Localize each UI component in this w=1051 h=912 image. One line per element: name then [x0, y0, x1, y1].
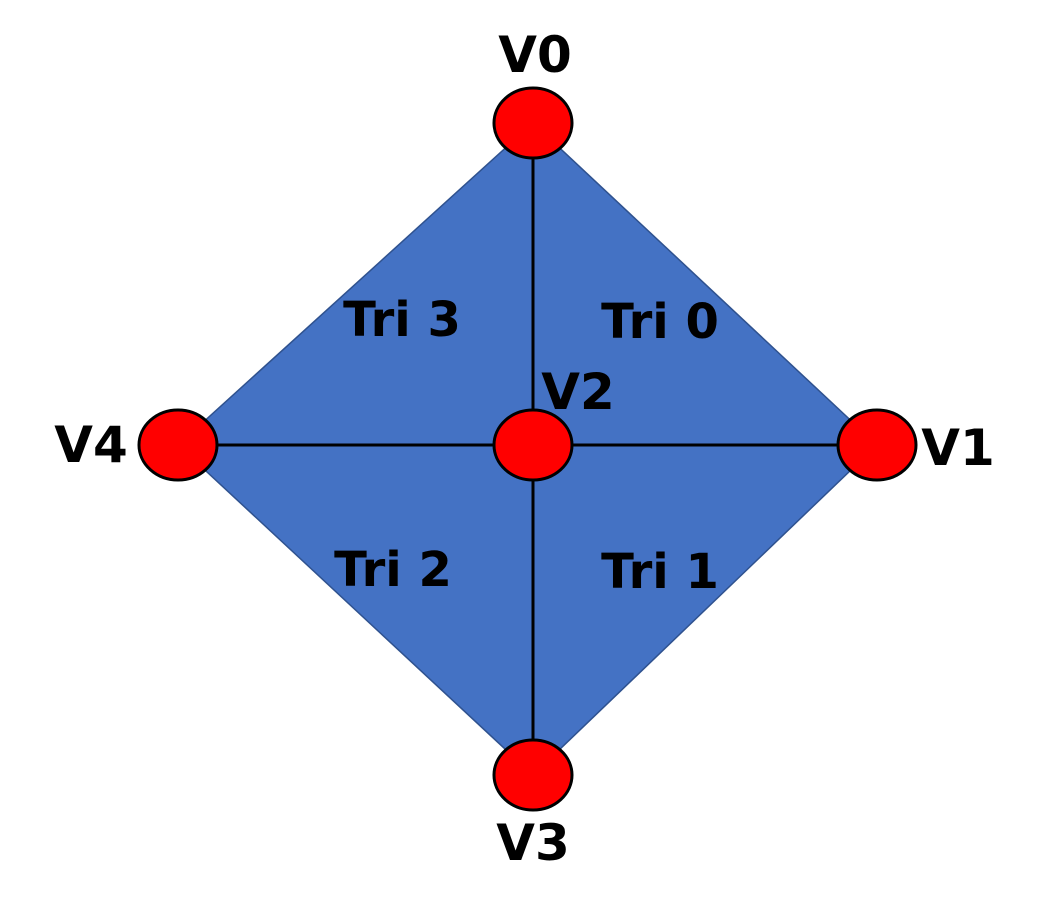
tri-2-label: Tri 2	[334, 542, 452, 598]
vertex-v3-label: V3	[496, 814, 570, 872]
vertex-v1-node	[836, 408, 918, 482]
vertex-v1-label: V1	[921, 419, 995, 477]
vertex-v2-node	[492, 408, 574, 482]
tri-1-label: Tri 1	[601, 544, 719, 600]
tri-0-label: Tri 0	[601, 294, 719, 350]
vertex-v2-label: V2	[541, 363, 615, 421]
vertex-v3-node	[492, 738, 574, 812]
vertex-v4-label: V4	[54, 416, 128, 474]
vertex-v0-label: V0	[498, 26, 572, 84]
vertex-v0-node	[492, 86, 574, 160]
vertex-v4-node	[137, 408, 219, 482]
tri-3-label: Tri 3	[343, 292, 461, 348]
